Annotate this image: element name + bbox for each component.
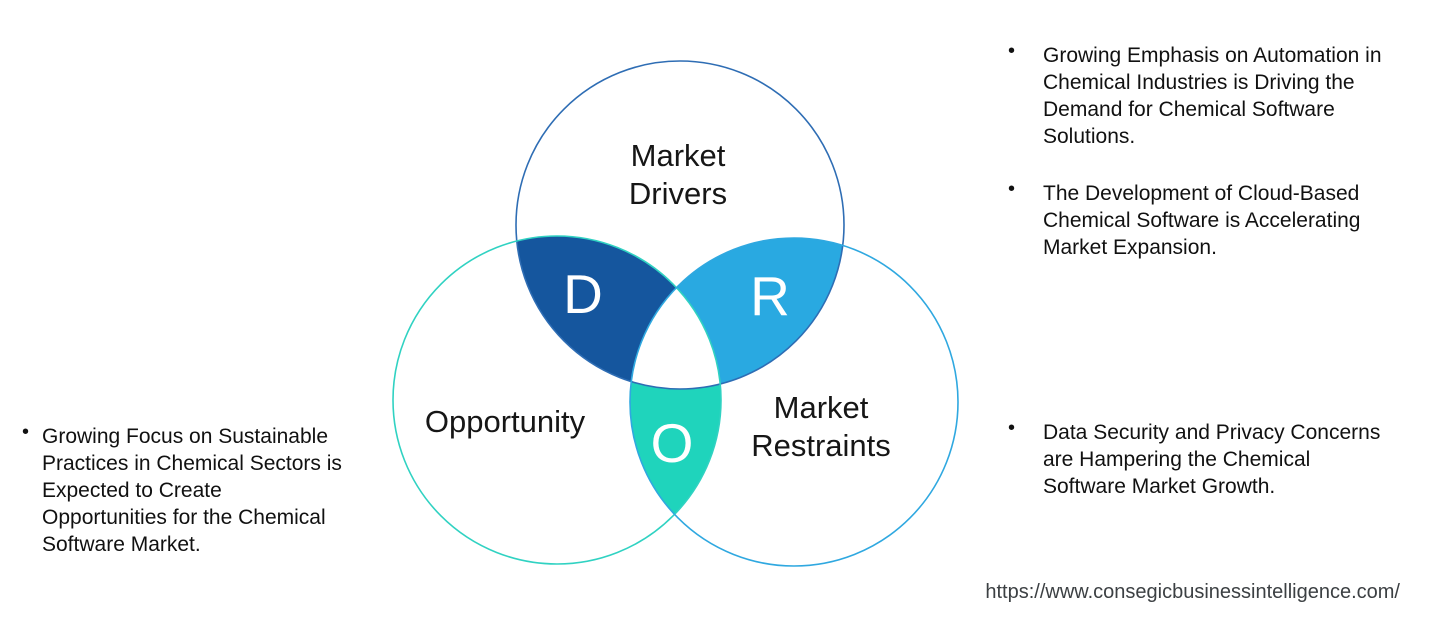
driver-bullet-2: • The Development of Cloud-Based Chemica… (1008, 178, 1438, 261)
restraint-bullet-text: Data Security and Privacy Concerns are H… (1043, 421, 1381, 498)
driver-bullet-2-text: The Development of Cloud-Based Chemical … (1043, 182, 1361, 259)
bullet-icon: • (1008, 417, 1016, 439)
bullet-icon: • (1008, 178, 1016, 200)
opportunity-circle-outline (392, 235, 722, 565)
restraints-circle-outline (629, 237, 959, 567)
driver-bullet-1-text: Growing Emphasis on Automation in Chemic… (1043, 44, 1382, 148)
drivers-opportunity-overlap-region (516, 236, 721, 389)
bullet-icon: • (22, 421, 30, 443)
drivers-restraints-overlap-region (630, 238, 844, 389)
restraints-circle-label: Market Restraints (751, 390, 891, 463)
opportunity-bullet-text: Growing Focus on Sustainable Practices i… (42, 425, 342, 556)
restraint-bullet: • Data Security and Privacy Concerns are… (1008, 417, 1438, 500)
opportunity-overlap-letter: O (651, 412, 694, 474)
opportunity-circle-label: Opportunity (424, 404, 586, 439)
source-url: https://www.consegicbusinessintelligence… (985, 581, 1400, 603)
drivers-circle-label: Market Drivers (628, 138, 728, 211)
restraints-overlap-letter: R (750, 265, 790, 327)
drivers-overlap-letter: D (563, 263, 603, 325)
opportunity-bullet: • Growing Focus on Sustainable Practices… (22, 421, 407, 558)
driver-bullet-1: • Growing Emphasis on Automation in Chem… (1008, 40, 1438, 150)
drivers-circle-outline (515, 60, 845, 390)
bullet-icon: • (1008, 40, 1016, 62)
